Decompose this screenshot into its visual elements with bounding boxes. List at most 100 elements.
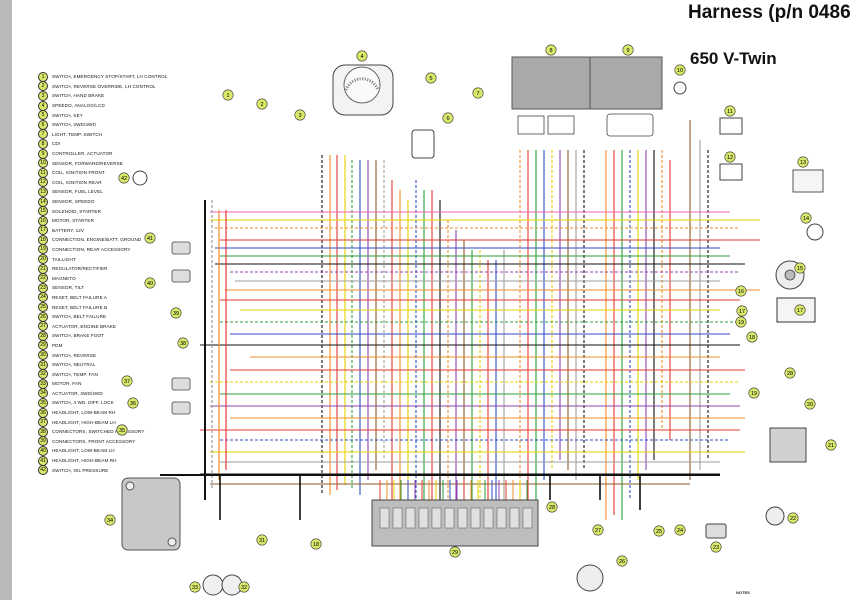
legend-number: 36 [38,407,48,418]
callout-number: 38 [180,341,186,347]
callout-badge [144,277,156,289]
legend-number: 23 [38,282,48,293]
legend-label: CONNECTORS, SWITCHED ACCESSORY [52,429,145,435]
legend-number: 13 [38,186,48,197]
legend-number: 9 [38,148,48,159]
callout-badge [724,105,736,117]
legend-label: COIL, IGNITION REAR [52,179,102,185]
headlight-connector [171,377,191,391]
legend-number: 7 [38,129,48,140]
legend-number: 6 [38,119,48,130]
legend-number: 34 [38,388,48,399]
legend-label: SENSOR, FUEL LEVEL [52,189,103,195]
headlight-connector [171,401,191,415]
legend-label: SWITCH, 2WD/4WD [52,122,96,128]
callout-badge [116,424,128,436]
callout-number: 19 [751,391,757,397]
legend-label: RESET, BELT FAILURE B [52,304,108,310]
legend-number: 17 [38,225,48,236]
legend-label: SWITCH, REVERSE OVERRIDE, LH CONTROL [52,83,156,89]
legend-number: 38 [38,426,48,437]
pdm-fuse [405,507,416,529]
cdi-module [511,56,591,110]
legend-label: CONTROLLER, ACTUATOR [52,151,113,157]
callout-badge [735,285,747,297]
callout-number: 25 [656,529,662,535]
legend-label: SWITCH, EMERGENCY STOP/START, LH CONTROL [52,74,168,80]
callout-number: 4 [360,54,363,60]
controller-connector [606,113,654,137]
legend-item: 25 RESET, BELT FAILURE B [38,302,188,313]
callout-badge [546,501,558,513]
callout-number: 7 [476,91,479,97]
legend-label: SWITCH, HAND BRAKE [52,93,105,99]
legend-number: 35 [38,397,48,408]
legend-number: 24 [38,292,48,303]
callout-number: 35 [119,428,125,434]
callout-badge [735,316,747,328]
legend-label: HEADLIGHT, LOW-BEAM LH [52,448,115,454]
callout-number: 13 [800,160,806,166]
pdm-fuse [483,507,494,529]
callout-badge [787,512,799,524]
pdm-fuse [379,507,390,529]
pdm-fuse [392,507,403,529]
callout-badge [653,525,665,537]
legend-label: SWITCH, OIL PRESSURE [52,467,109,473]
callout-number: 18 [749,335,755,341]
headlight-connector [171,241,191,255]
callout-number: 14 [803,216,809,222]
legend-number: 26 [38,311,48,322]
callout-number: 32 [241,585,247,591]
actuator-controller-module [589,56,663,110]
legend-label: MAGNETO [52,275,76,281]
legend-item: 9 CONTROLLER, ACTUATOR [38,148,188,159]
legend-label: HEADLIGHT, LOW-BEAM RH [52,410,116,416]
legend-label: SOLENOID, STARTER [52,208,102,214]
callout-badge [310,538,322,550]
legend-label: SENSOR, FORWARD/REVERSE [52,160,123,166]
legend-number: 18 [38,234,48,245]
legend-number: 16 [38,215,48,226]
legend-item: 36 HEADLIGHT, LOW-BEAM RH [38,407,188,418]
legend-item: 1 SWITCH, EMERGENCY STOP/START, LH CONTRO… [38,71,188,82]
fuel-level-sensor [792,169,824,193]
callout-badge [616,555,628,567]
ignition-coil [719,163,743,181]
component-legend: 1 SWITCH, EMERGENCY STOP/START, LH CONTRO… [38,71,188,476]
legend-number: 25 [38,302,48,313]
forward-reverse-sensor [673,81,687,95]
legend-number: 1 [38,71,48,82]
callout-number: 17 [797,308,803,314]
pdm-fuse [444,507,455,529]
callout-badge [222,89,234,101]
callout-number: 21 [828,443,834,449]
diagram-title: Harness (p/n 0486 [688,2,851,23]
legend-number: 28 [38,330,48,341]
legend-number: 41 [38,455,48,466]
magneto [765,506,785,526]
callout-number: 41 [147,236,153,242]
legend-number: 42 [38,465,48,476]
callout-number: 1 [226,93,229,99]
legend-label: SWITCH, REVERSE [52,352,97,358]
callout-number: 3 [298,113,301,119]
callout-badge [472,87,484,99]
callout-number: 12 [727,155,733,161]
legend-number: 4 [38,100,48,111]
callout-number: 18 [313,542,319,548]
diagram-subtitle: 650 V-Twin [690,49,777,68]
legend-number: 32 [38,369,48,380]
callout-number: 24 [677,528,683,534]
callout-number: 10 [677,68,683,74]
